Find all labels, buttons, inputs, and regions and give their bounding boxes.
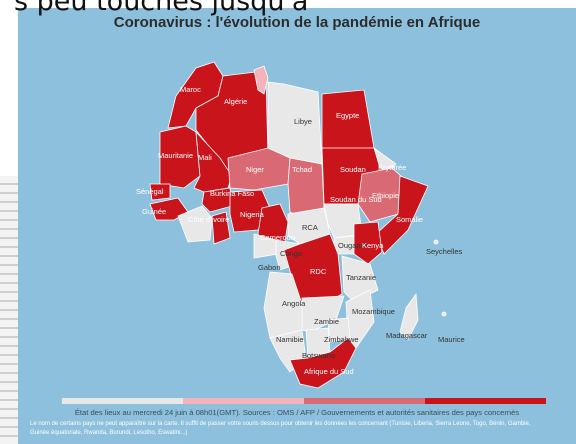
label-angola: Angola [282,299,306,308]
country-senegal[interactable] [149,183,171,201]
legend-segment-none [62,398,183,404]
label-botswana: Botswana [302,351,336,360]
country-maurice[interactable] [441,311,447,317]
label-rca: RCA [302,223,318,232]
label-kenya: Kenya [362,241,384,250]
map-footnote: Le nom de certains pays ne peut apparaît… [30,421,531,436]
source-caption: État des lieux au mercredi 24 juin à 08h… [74,408,520,417]
label-rdc: RDC [310,267,327,276]
label-erythree: Erythrée [378,163,406,172]
legend-segment-low [183,398,304,404]
label-egypte: Egypte [336,111,359,120]
label-maroc: Maroc [180,85,201,94]
country-madagascar[interactable] [399,292,419,341]
country-tunisie[interactable] [253,65,269,95]
country-burkina[interactable] [201,187,233,213]
label-mauritanie: Mauritanie [158,151,193,160]
overlay-headline-fragment: s peu touchés jusqu'à [14,0,309,17]
africa-map: Maroc Algérie Libye Egypte Mauritanie Ma… [136,61,465,389]
label-madagascar: Madagascar [386,331,428,340]
country-somalie[interactable] [375,175,429,255]
label-niger: Niger [246,165,264,174]
country-zambie[interactable] [301,295,345,333]
label-soudan-sud: Soudan du Sud [330,195,382,204]
country-ghana[interactable] [211,211,231,245]
label-maurice: Maurice [438,335,465,344]
country-egypte[interactable] [321,89,375,151]
map-frame: Coronavirus : l'évolution de la pandémie… [18,8,576,444]
country-cote-ivoire[interactable] [177,205,213,243]
label-mali: Mali [198,153,212,162]
label-nigeria: Nigeria [240,210,265,219]
country-afrique-sud[interactable] [289,337,357,389]
label-gabon: Gabon [258,263,281,272]
label-algerie: Algérie [224,97,247,106]
label-seychelles: Seychelles [426,247,463,256]
label-soudan: Soudan [340,165,366,174]
label-senegal: Sénégal [136,187,164,196]
country-zimbabwe[interactable] [327,317,351,343]
label-afrique-sud: Afrique du Sud [304,367,354,376]
map-title: Coronavirus : l'évolution de la pandémie… [113,14,481,31]
label-namibie: Namibie [276,335,304,344]
label-zambie: Zambie [314,317,339,326]
legend-segment-high [425,398,546,404]
label-zimbabwe: Zimbabwe [324,335,359,344]
legend-segment-medium [304,398,425,404]
label-mozambique: Mozambique [352,307,395,316]
country-kenya[interactable] [353,221,383,265]
legend-color-scale [62,398,546,404]
country-soudan-sud[interactable] [323,203,363,239]
label-ethiopie: Ethiopie [372,191,399,200]
label-cote-ivoire: Côte d'ivoire [188,215,229,224]
label-ouganda: Ouganda [338,241,370,250]
label-congo: Congo [280,249,302,258]
label-tanzanie: Tanzanie [346,273,376,282]
background-lines [0,176,18,444]
label-burkina: Burkina Faso [210,189,254,198]
country-seychelles[interactable] [433,239,439,245]
label-guinee: Guinée [142,207,166,216]
label-cameroun: Cameroun [260,233,295,242]
label-tchad: Tchad [292,165,312,174]
label-libye: Libye [294,117,312,126]
label-somalie: Somalie [396,215,423,224]
